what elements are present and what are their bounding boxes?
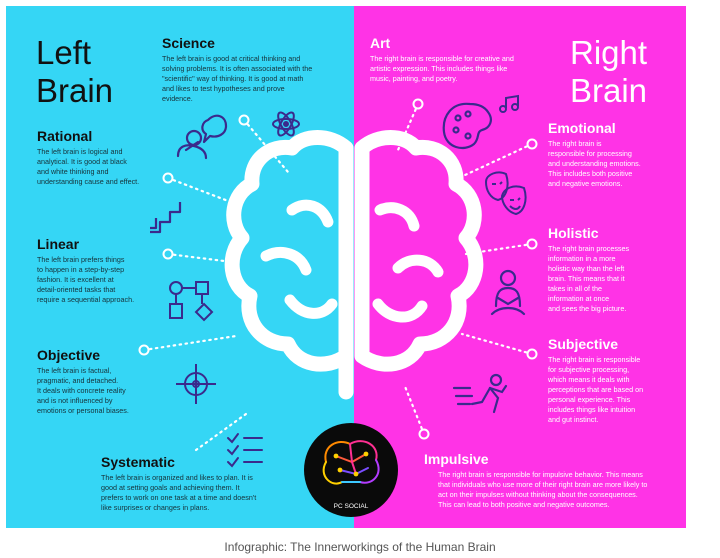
left-connectors <box>142 118 290 452</box>
section-emotional: Emotional The right brain is responsible… <box>548 120 678 189</box>
running-person-icon <box>452 373 508 414</box>
section-science: Science The left brain is good at critic… <box>162 35 342 104</box>
music-note-icon <box>499 94 519 113</box>
section-heading: Linear <box>37 236 80 252</box>
section-heading: Emotional <box>548 120 616 136</box>
section-heading: Systematic <box>101 454 175 470</box>
left-brain-panel <box>6 6 354 528</box>
meditating-person-icon <box>490 269 526 316</box>
section-body: The left brain is organized and likes to… <box>101 473 257 512</box>
section-heading: Art <box>370 35 391 51</box>
section-art: Art The right brain is responsible for c… <box>370 35 550 84</box>
section-heading: Rational <box>37 128 93 144</box>
section-body: The right brain is responsible for proce… <box>548 139 641 188</box>
section-body: The right brain processes information in… <box>548 244 630 313</box>
section-body: The left brain is factual, pragmatic, an… <box>37 366 129 415</box>
section-linear: Linear The left brain prefers things to … <box>37 236 167 305</box>
right-connector-dots <box>412 98 538 440</box>
section-holistic: Holistic The right brain processes infor… <box>548 225 678 314</box>
logo-brain-icon <box>322 440 380 485</box>
checklist-icon <box>227 433 263 468</box>
section-impulsive: Impulsive The right brain is responsible… <box>424 451 684 510</box>
section-heading: Objective <box>37 347 101 363</box>
pc-social-logo: PC SOCIAL <box>304 423 398 517</box>
brain-icon <box>224 130 484 400</box>
brain-right-folds <box>372 202 444 323</box>
section-body: The right brain is responsible for subje… <box>548 355 644 424</box>
atom-icon <box>272 111 300 137</box>
left-connector-dots <box>138 114 250 356</box>
flowchart-icon <box>169 281 214 322</box>
section-subjective: Subjective The right brain is responsibl… <box>548 336 678 425</box>
section-body: The left brain prefers things to happen … <box>37 255 135 304</box>
crosshair-icon <box>176 364 216 404</box>
section-heading: Impulsive <box>424 451 489 467</box>
section-body: The left brain is good at critical think… <box>162 54 313 103</box>
figure-caption: Infographic: The Innerworkings of the Hu… <box>224 540 496 554</box>
section-rational: Rational The left brain is logical and a… <box>37 128 167 187</box>
right-brain-panel <box>354 6 686 528</box>
thinking-person-icon <box>176 114 228 160</box>
logo-text: PC SOCIAL <box>334 503 369 510</box>
section-heading: Subjective <box>548 336 619 352</box>
section-heading: Science <box>162 35 215 51</box>
right-brain-title: Right Brain <box>570 34 648 109</box>
section-body: The left brain is logical and analytical… <box>37 147 140 186</box>
section-objective: Objective The left brain is factual, pra… <box>37 347 167 416</box>
section-heading: Holistic <box>548 225 599 241</box>
section-body: The right brain is responsible for impul… <box>438 470 648 509</box>
theater-masks-icon <box>484 171 527 216</box>
section-systematic: Systematic The left brain is organized a… <box>101 454 291 513</box>
section-body: The right brain is responsible for creat… <box>370 54 514 83</box>
palette-icon <box>442 102 492 150</box>
stairs-icon <box>150 202 182 234</box>
left-brain-title: Left Brain <box>36 34 114 109</box>
